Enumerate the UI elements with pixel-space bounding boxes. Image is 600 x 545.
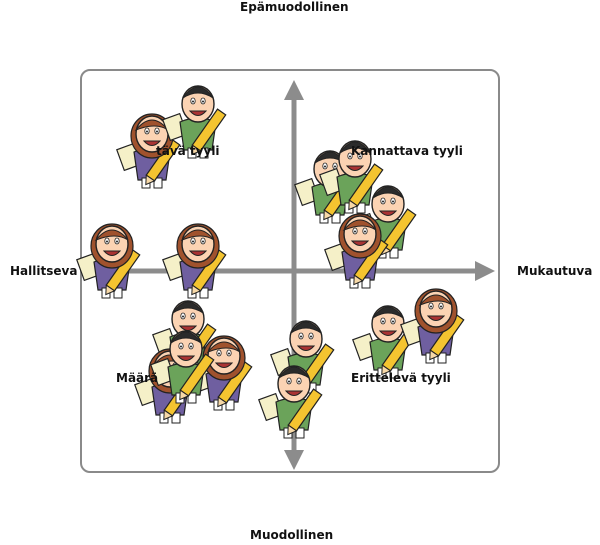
woman-figure [76, 223, 141, 299]
quadrant-label-top-left: tävä tyyli [156, 144, 220, 158]
man-figure [162, 85, 227, 159]
man-figure [258, 365, 323, 439]
quadrant-label-bottom-left: Määrä [116, 371, 159, 385]
axis-label-bottom: Muodollinen [250, 528, 334, 542]
man-figure [150, 330, 215, 404]
woman-figure [116, 113, 181, 189]
axis-label-left: Hallitseva [10, 264, 78, 278]
quadrant-label-top-right: Kannattava tyyli [351, 144, 463, 158]
man-figure [352, 305, 417, 379]
woman-figure [400, 288, 465, 364]
man-figure [319, 140, 384, 214]
woman-figure [162, 223, 227, 299]
axis-label-right: Mukautuva [517, 264, 593, 278]
axis-label-top: Epämuodollinen [240, 0, 349, 14]
woman-figure [324, 213, 389, 289]
quadrant-label-bottom-right: Erittelevä tyyli [351, 371, 451, 385]
figures-group [76, 85, 465, 439]
